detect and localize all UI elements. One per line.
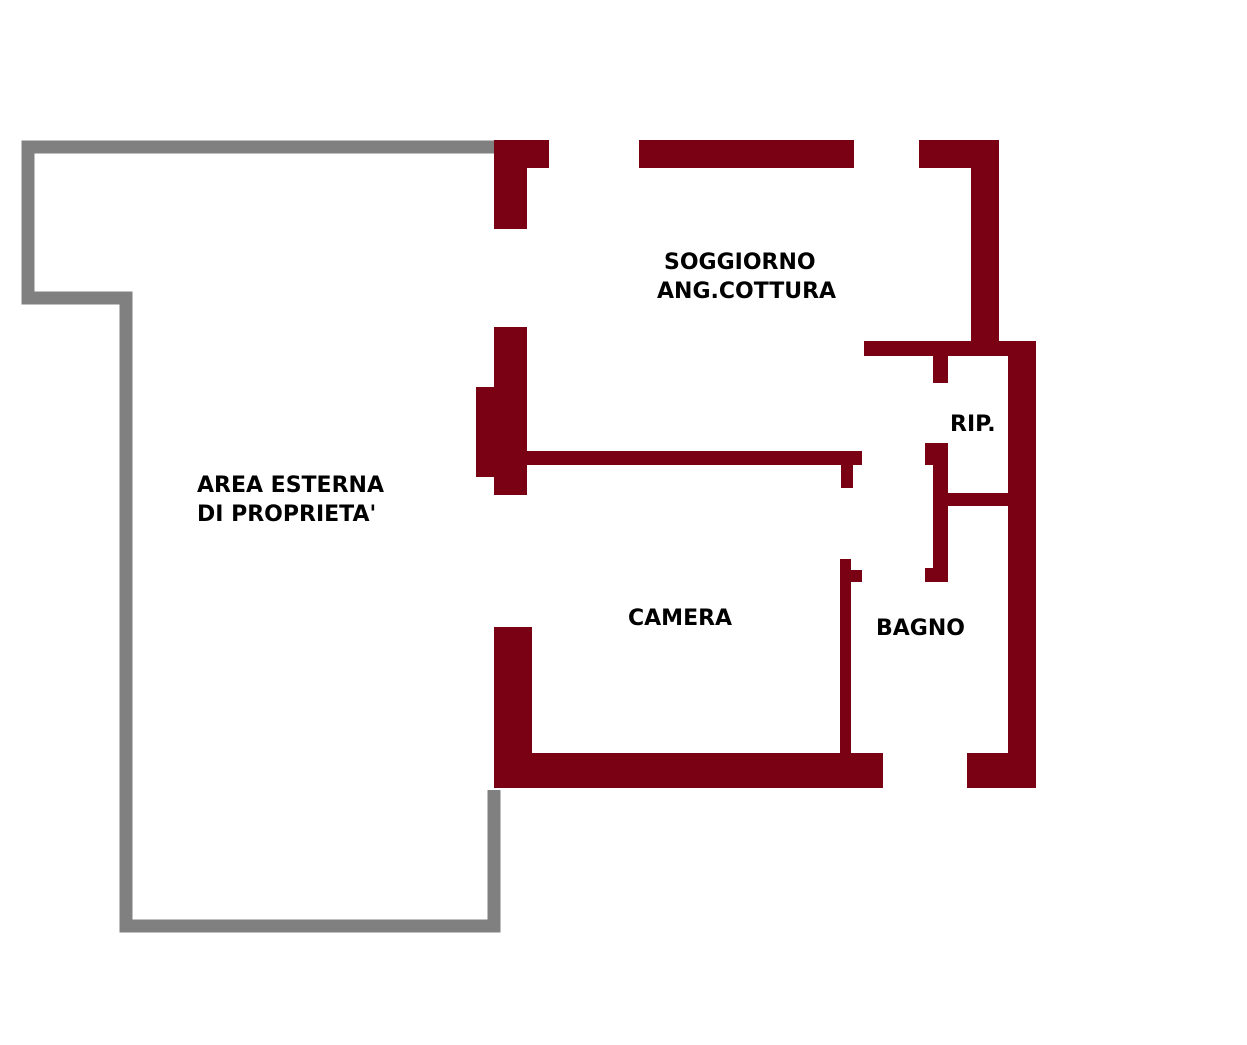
outdoor-area-label-line2: DI PROPRIETA' [197, 502, 376, 527]
wall-left-upper [494, 140, 527, 229]
wall-storage-divider [933, 493, 1011, 506]
wall-storage-bottom-stub [925, 568, 948, 582]
wall-right-upper [971, 140, 999, 352]
wall-storage-inner [933, 443, 948, 582]
outdoor-boundary-line [21, 140, 501, 933]
storage-label: RIP. [950, 412, 996, 437]
wall-bathroom-left-stub [840, 570, 862, 582]
wall-storage-stub-upper [933, 341, 948, 383]
apartment-walls [476, 140, 1036, 788]
wall-storage-top [864, 341, 1036, 356]
wall-bedroom-top-stub [841, 451, 853, 488]
living-room-label-line1: SOGGIORNO [664, 250, 816, 275]
bedroom-label: CAMERA [628, 606, 732, 631]
outdoor-area-boundary [21, 140, 501, 933]
wall-right-outer [1008, 341, 1036, 788]
wall-bottom-left [494, 753, 883, 788]
wall-bathroom-left [840, 559, 851, 759]
living-room-label-line2: ANG.COTTURA [657, 279, 836, 304]
bathroom-label: BAGNO [876, 616, 965, 641]
wall-left-pillar [476, 387, 496, 477]
wall-left-middle [494, 327, 527, 495]
room-labels: AREA ESTERNA DI PROPRIETA' SOGGIORNO ANG… [197, 250, 996, 641]
wall-bedroom-top [527, 451, 862, 465]
outdoor-area-label-line1: AREA ESTERNA [197, 473, 384, 498]
wall-top-middle [639, 140, 854, 168]
wall-bottom-right [967, 753, 1036, 788]
